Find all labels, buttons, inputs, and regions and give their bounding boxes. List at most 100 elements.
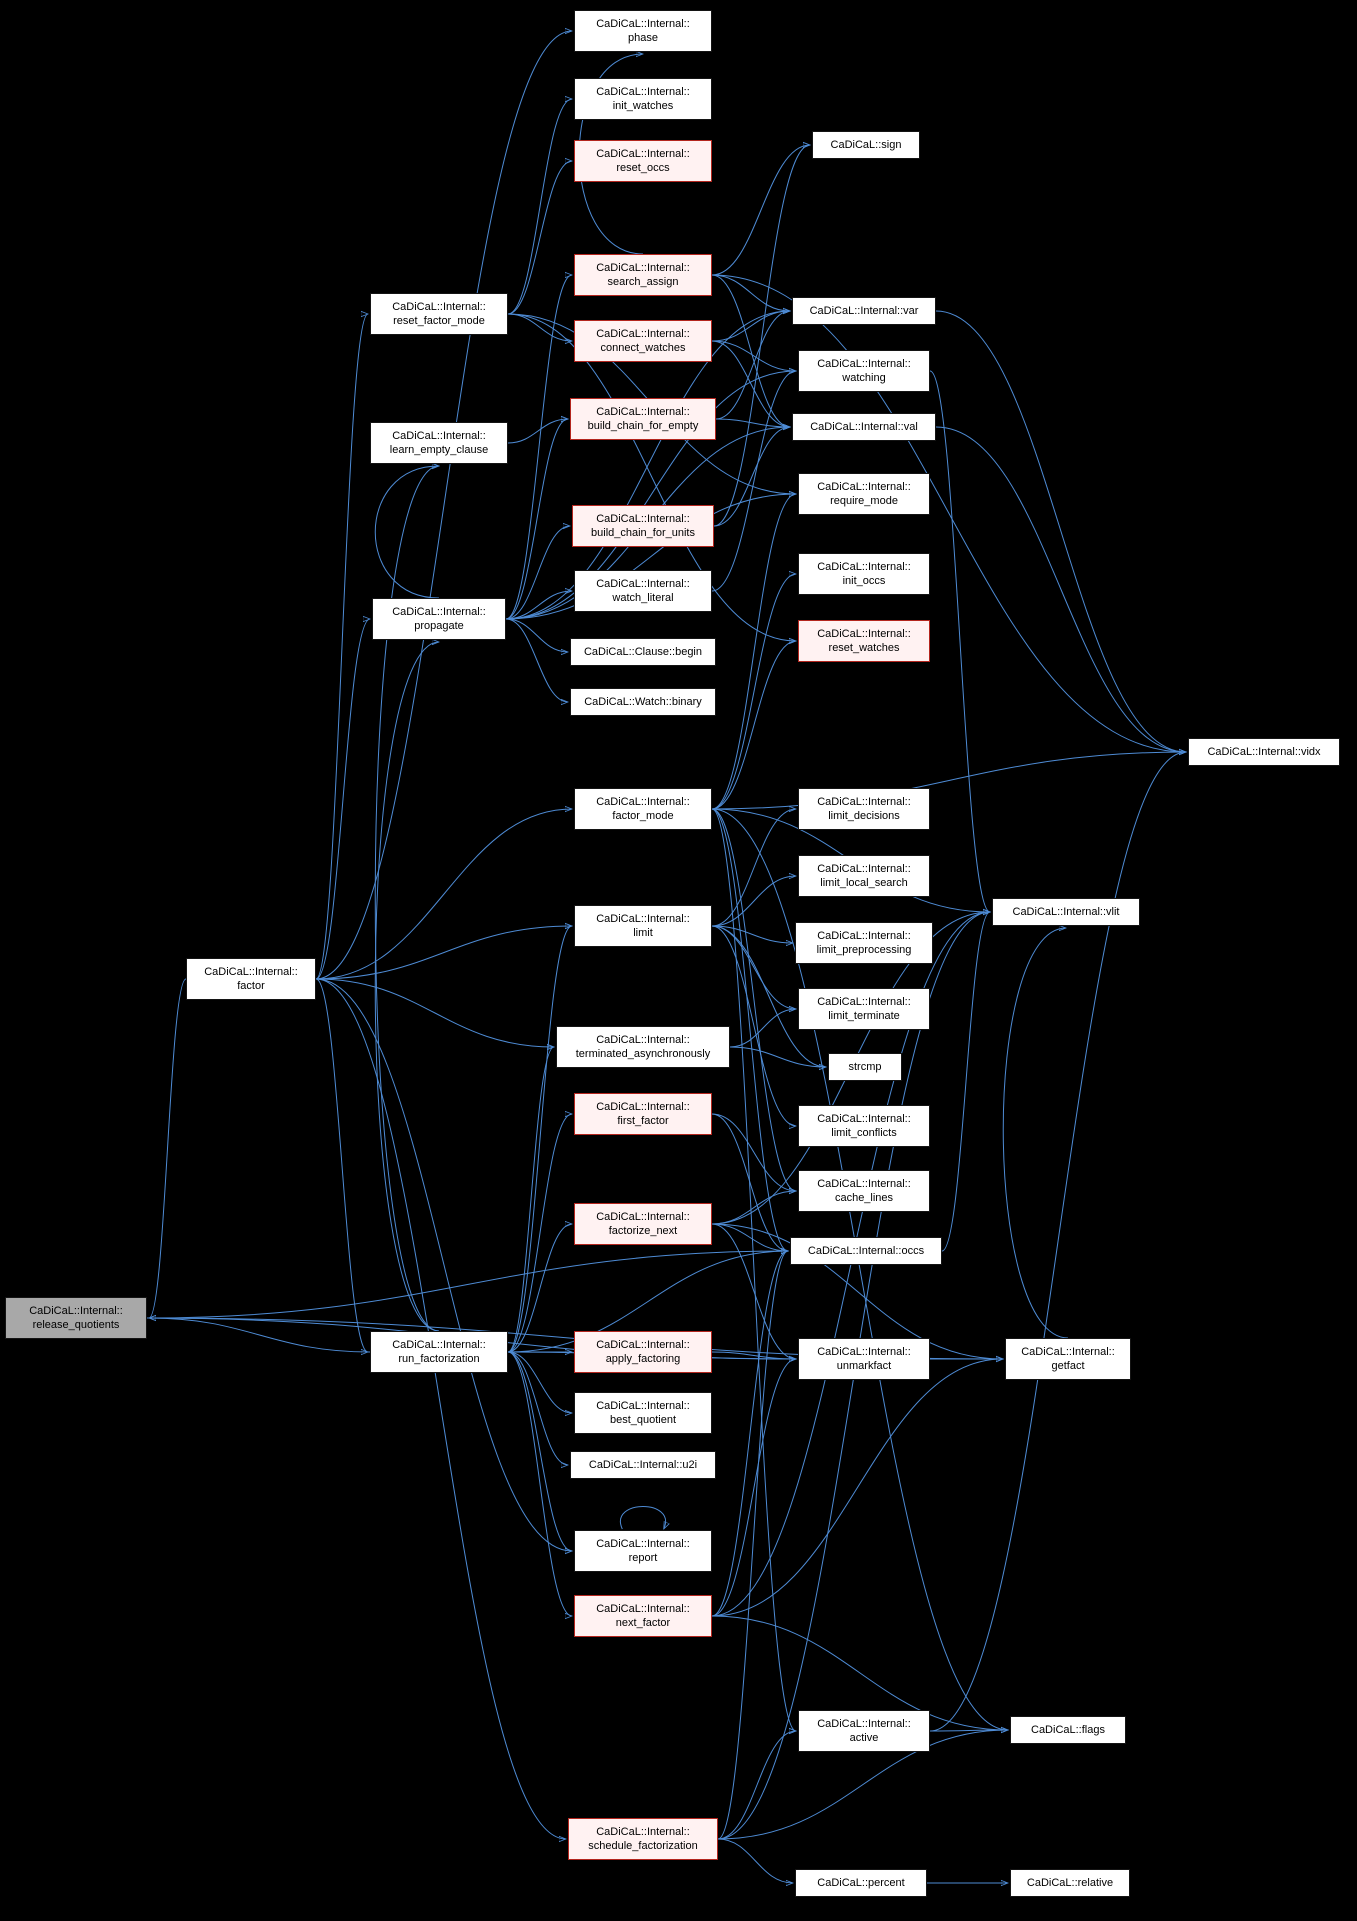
- node-build_chain_for_units[interactable]: CaDiCaL::Internal::build_chain_for_units: [572, 505, 714, 547]
- edge-factorize_next-unmarkfact: [711, 1223, 796, 1359]
- node-factorize_next[interactable]: CaDiCaL::Internal::factorize_next: [574, 1203, 712, 1245]
- edge-factor-release_quotients: [149, 978, 187, 1318]
- node-label: CaDiCaL::Internal::: [596, 17, 690, 30]
- node-strcmp[interactable]: strcmp: [828, 1053, 902, 1081]
- node-require_mode[interactable]: CaDiCaL::Internal::require_mode: [798, 473, 930, 515]
- edge-limit-limit_decisions: [711, 809, 796, 927]
- node-label: reset_watches: [828, 642, 900, 654]
- edge-run_factorization-report: [507, 1351, 572, 1551]
- edge-apply_factoring-unmarkfact: [711, 1351, 796, 1359]
- node-val[interactable]: CaDiCaL::Internal::val: [792, 413, 936, 441]
- node-reset_factor_mode[interactable]: CaDiCaL::Internal::reset_factor_mode: [370, 293, 508, 335]
- edge-release_quotients-occs: [146, 1251, 788, 1319]
- edge-propagate-require_mode: [505, 494, 796, 620]
- node-vlit[interactable]: CaDiCaL::Internal::vlit: [992, 898, 1140, 926]
- node-init_occs[interactable]: CaDiCaL::Internal::init_occs: [798, 553, 930, 595]
- node-vidx[interactable]: CaDiCaL::Internal::vidx: [1188, 738, 1340, 766]
- node-propagate[interactable]: CaDiCaL::Internal::propagate: [372, 598, 506, 640]
- edge-report-report: [619, 1506, 665, 1530]
- node-label: CaDiCaL::Internal::: [817, 1177, 911, 1190]
- node-label: CaDiCaL::Internal::: [817, 1112, 911, 1125]
- node-label: CaDiCaL::flags: [1031, 1723, 1105, 1736]
- node-run_factorization[interactable]: CaDiCaL::Internal::run_factorization: [370, 1331, 508, 1373]
- node-label: CaDiCaL::Internal::: [596, 577, 690, 590]
- node-sign[interactable]: CaDiCaL::sign: [812, 131, 920, 159]
- node-label: CaDiCaL::Internal::occs: [807, 1244, 925, 1257]
- node-factor[interactable]: CaDiCaL::Internal::factor: [186, 958, 316, 1000]
- node-label: CaDiCaL::Internal::: [596, 1338, 690, 1351]
- edge-limit-limit_local_search: [711, 876, 796, 927]
- node-report[interactable]: CaDiCaL::Internal::report: [574, 1530, 712, 1572]
- node-label: CaDiCaL::Internal::: [596, 261, 690, 274]
- edge-getfact-vlit: [1002, 928, 1069, 1339]
- edge-factor_mode-flags: [711, 808, 1008, 1730]
- node-watch_literal[interactable]: CaDiCaL::Internal::watch_literal: [574, 570, 712, 612]
- edge-watching-vlit: [929, 370, 990, 912]
- node-limit[interactable]: CaDiCaL::Internal::limit: [574, 905, 712, 947]
- node-occs[interactable]: CaDiCaL::Internal::occs: [790, 1237, 942, 1265]
- edge-search_assign-vidx: [711, 274, 1186, 752]
- node-label: CaDiCaL::Internal::: [596, 1210, 690, 1223]
- node-reset_watches[interactable]: CaDiCaL::Internal::reset_watches: [798, 620, 930, 662]
- node-limit_terminate[interactable]: CaDiCaL::Internal::limit_terminate: [798, 988, 930, 1030]
- node-label: unmarkfact: [836, 1360, 892, 1372]
- node-apply_factoring[interactable]: CaDiCaL::Internal::apply_factoring: [574, 1331, 712, 1373]
- node-search_assign[interactable]: CaDiCaL::Internal::search_assign: [574, 254, 712, 296]
- edge-connect_watches-var: [711, 311, 790, 342]
- edge-first_factor-occs: [711, 1113, 788, 1251]
- node-limit_preprocessing[interactable]: CaDiCaL::Internal::limit_preprocessing: [795, 922, 933, 964]
- node-watching[interactable]: CaDiCaL::Internal::watching: [798, 350, 930, 392]
- node-label: CaDiCaL::Internal::: [596, 1100, 690, 1113]
- edge-factor-phase: [315, 31, 572, 980]
- node-relative[interactable]: CaDiCaL::relative: [1010, 1869, 1130, 1897]
- node-factor_mode[interactable]: CaDiCaL::Internal::factor_mode: [574, 788, 712, 830]
- edge-run_factorization-learn_empty_clause: [374, 466, 439, 1332]
- node-unmarkfact[interactable]: CaDiCaL::Internal::unmarkfact: [798, 1338, 930, 1380]
- node-label: CaDiCaL::Internal::vidx: [1207, 745, 1321, 758]
- node-phase[interactable]: CaDiCaL::Internal::phase: [574, 10, 712, 52]
- node-connect_watches[interactable]: CaDiCaL::Internal::connect_watches: [574, 320, 712, 362]
- node-label: CaDiCaL::Internal::: [817, 560, 911, 573]
- node-label: reset_occs: [616, 162, 670, 174]
- node-label: CaDiCaL::Internal::: [29, 1304, 123, 1317]
- node-percent[interactable]: CaDiCaL::percent: [795, 1869, 927, 1897]
- node-label: CaDiCaL::Internal::: [392, 1338, 486, 1351]
- edge-run_factorization-best_quotient: [507, 1351, 572, 1413]
- node-limit_conflicts[interactable]: CaDiCaL::Internal::limit_conflicts: [798, 1105, 930, 1147]
- node-active[interactable]: CaDiCaL::Internal::active: [798, 1710, 930, 1752]
- node-getfact[interactable]: CaDiCaL::Internal::getfact: [1005, 1338, 1131, 1380]
- node-init_watches[interactable]: CaDiCaL::Internal::init_watches: [574, 78, 712, 120]
- node-label: CaDiCaL::Internal::: [817, 627, 911, 640]
- node-binary[interactable]: CaDiCaL::Watch::binary: [570, 688, 716, 716]
- node-label: limit_preprocessing: [816, 944, 912, 956]
- edge-first_factor-cache_lines: [711, 1113, 796, 1191]
- node-next_factor[interactable]: CaDiCaL::Internal::next_factor: [574, 1595, 712, 1637]
- node-best_quotient[interactable]: CaDiCaL::Internal::best_quotient: [574, 1392, 712, 1434]
- edge-next_factor-getfact: [711, 1359, 1003, 1617]
- node-first_factor[interactable]: CaDiCaL::Internal::first_factor: [574, 1093, 712, 1135]
- node-limit_local_search[interactable]: CaDiCaL::Internal::limit_local_search: [798, 855, 930, 897]
- edge-schedule_factorization-percent: [717, 1838, 793, 1883]
- node-schedule_factorization[interactable]: CaDiCaL::Internal::schedule_factorizatio…: [568, 1818, 718, 1860]
- node-begin[interactable]: CaDiCaL::Clause::begin: [570, 638, 716, 666]
- edge-run_factorization-limit: [507, 926, 572, 1353]
- node-build_chain_for_empty[interactable]: CaDiCaL::Internal::build_chain_for_empty: [570, 398, 716, 440]
- edge-factor_mode-cache_lines: [711, 808, 796, 1191]
- edge-watch_literal-watching: [711, 371, 796, 592]
- node-label: search_assign: [607, 276, 679, 288]
- edge-val-vidx: [935, 426, 1186, 752]
- node-limit_decisions[interactable]: CaDiCaL::Internal::limit_decisions: [798, 788, 930, 830]
- node-label: CaDiCaL::Internal::: [392, 429, 486, 442]
- node-var[interactable]: CaDiCaL::Internal::var: [792, 297, 936, 325]
- node-terminated_asynchronously[interactable]: CaDiCaL::Internal::terminated_asynchrono…: [556, 1026, 730, 1068]
- node-reset_occs[interactable]: CaDiCaL::Internal::reset_occs: [574, 140, 712, 182]
- node-u2i[interactable]: CaDiCaL::Internal::u2i: [570, 1451, 716, 1479]
- edge-build_chain_for_units-val: [713, 427, 790, 527]
- edge-propagate-watching: [505, 371, 796, 620]
- node-flags[interactable]: CaDiCaL::flags: [1010, 1716, 1126, 1744]
- node-cache_lines[interactable]: CaDiCaL::Internal::cache_lines: [798, 1170, 930, 1212]
- node-learn_empty_clause[interactable]: CaDiCaL::Internal::learn_empty_clause: [370, 422, 508, 464]
- node-label: CaDiCaL::relative: [1026, 1876, 1114, 1889]
- node-label: CaDiCaL::Internal::: [596, 795, 690, 808]
